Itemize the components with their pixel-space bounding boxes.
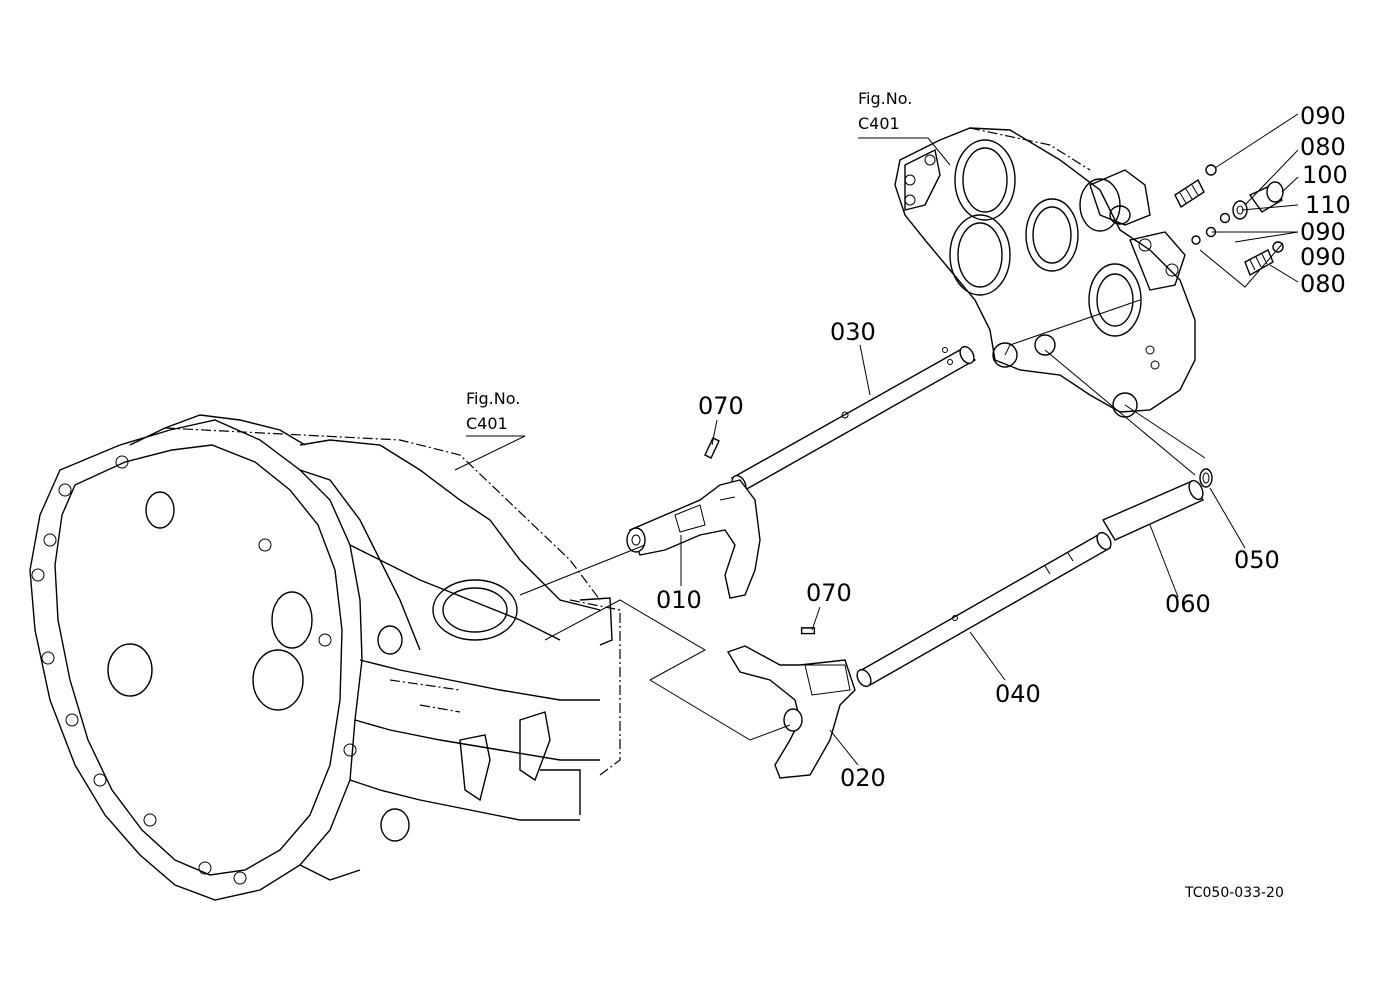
callout-060: 060 — [1165, 590, 1211, 618]
drawing-code: TC050-033-20 — [1184, 885, 1284, 901]
fig-number-left: C401 — [466, 414, 508, 433]
callout-070-upper: 070 — [698, 392, 744, 420]
leader-lines — [454, 113, 1299, 766]
shift-fork-020 — [726, 645, 856, 779]
callout-090-b: 090 — [1300, 218, 1346, 246]
callout-090-c: 090 — [1300, 243, 1346, 271]
callout-020: 020 — [840, 764, 886, 792]
figure-reference-top: Fig.No. C401 — [858, 89, 912, 133]
callout-050: 050 — [1234, 546, 1280, 574]
callout-040: 040 — [995, 680, 1041, 708]
detent-parts — [1174, 164, 1284, 277]
callout-080-a: 080 — [1300, 133, 1346, 161]
callout-100: 100 — [1302, 161, 1348, 189]
transmission-case — [29, 414, 621, 901]
callout-030: 030 — [830, 318, 876, 346]
fig-number-top: C401 — [858, 114, 900, 133]
retaining-ring-050 — [1199, 468, 1213, 488]
shift-fork-010 — [626, 479, 761, 599]
collar-060 — [1101, 479, 1205, 541]
fig-label-left: Fig.No. — [466, 389, 520, 408]
shift-rod-030 — [730, 345, 977, 494]
cover-case — [894, 127, 1196, 418]
callout-080-b: 080 — [1300, 270, 1346, 298]
fig-label-top: Fig.No. — [858, 89, 912, 108]
figure-reference-left: Fig.No. C401 — [466, 389, 520, 433]
callout-070-lower: 070 — [806, 579, 852, 607]
callout-110: 110 — [1305, 191, 1351, 219]
callout-010: 010 — [656, 586, 702, 614]
part-callouts: 030 070 010 070 020 040 060 050 090 080 … — [656, 102, 1351, 792]
spring-pin-070-upper — [704, 437, 720, 459]
callout-090-a: 090 — [1300, 102, 1346, 130]
spring-pin-070-lower — [800, 627, 816, 635]
shift-rod-040 — [856, 531, 1112, 688]
